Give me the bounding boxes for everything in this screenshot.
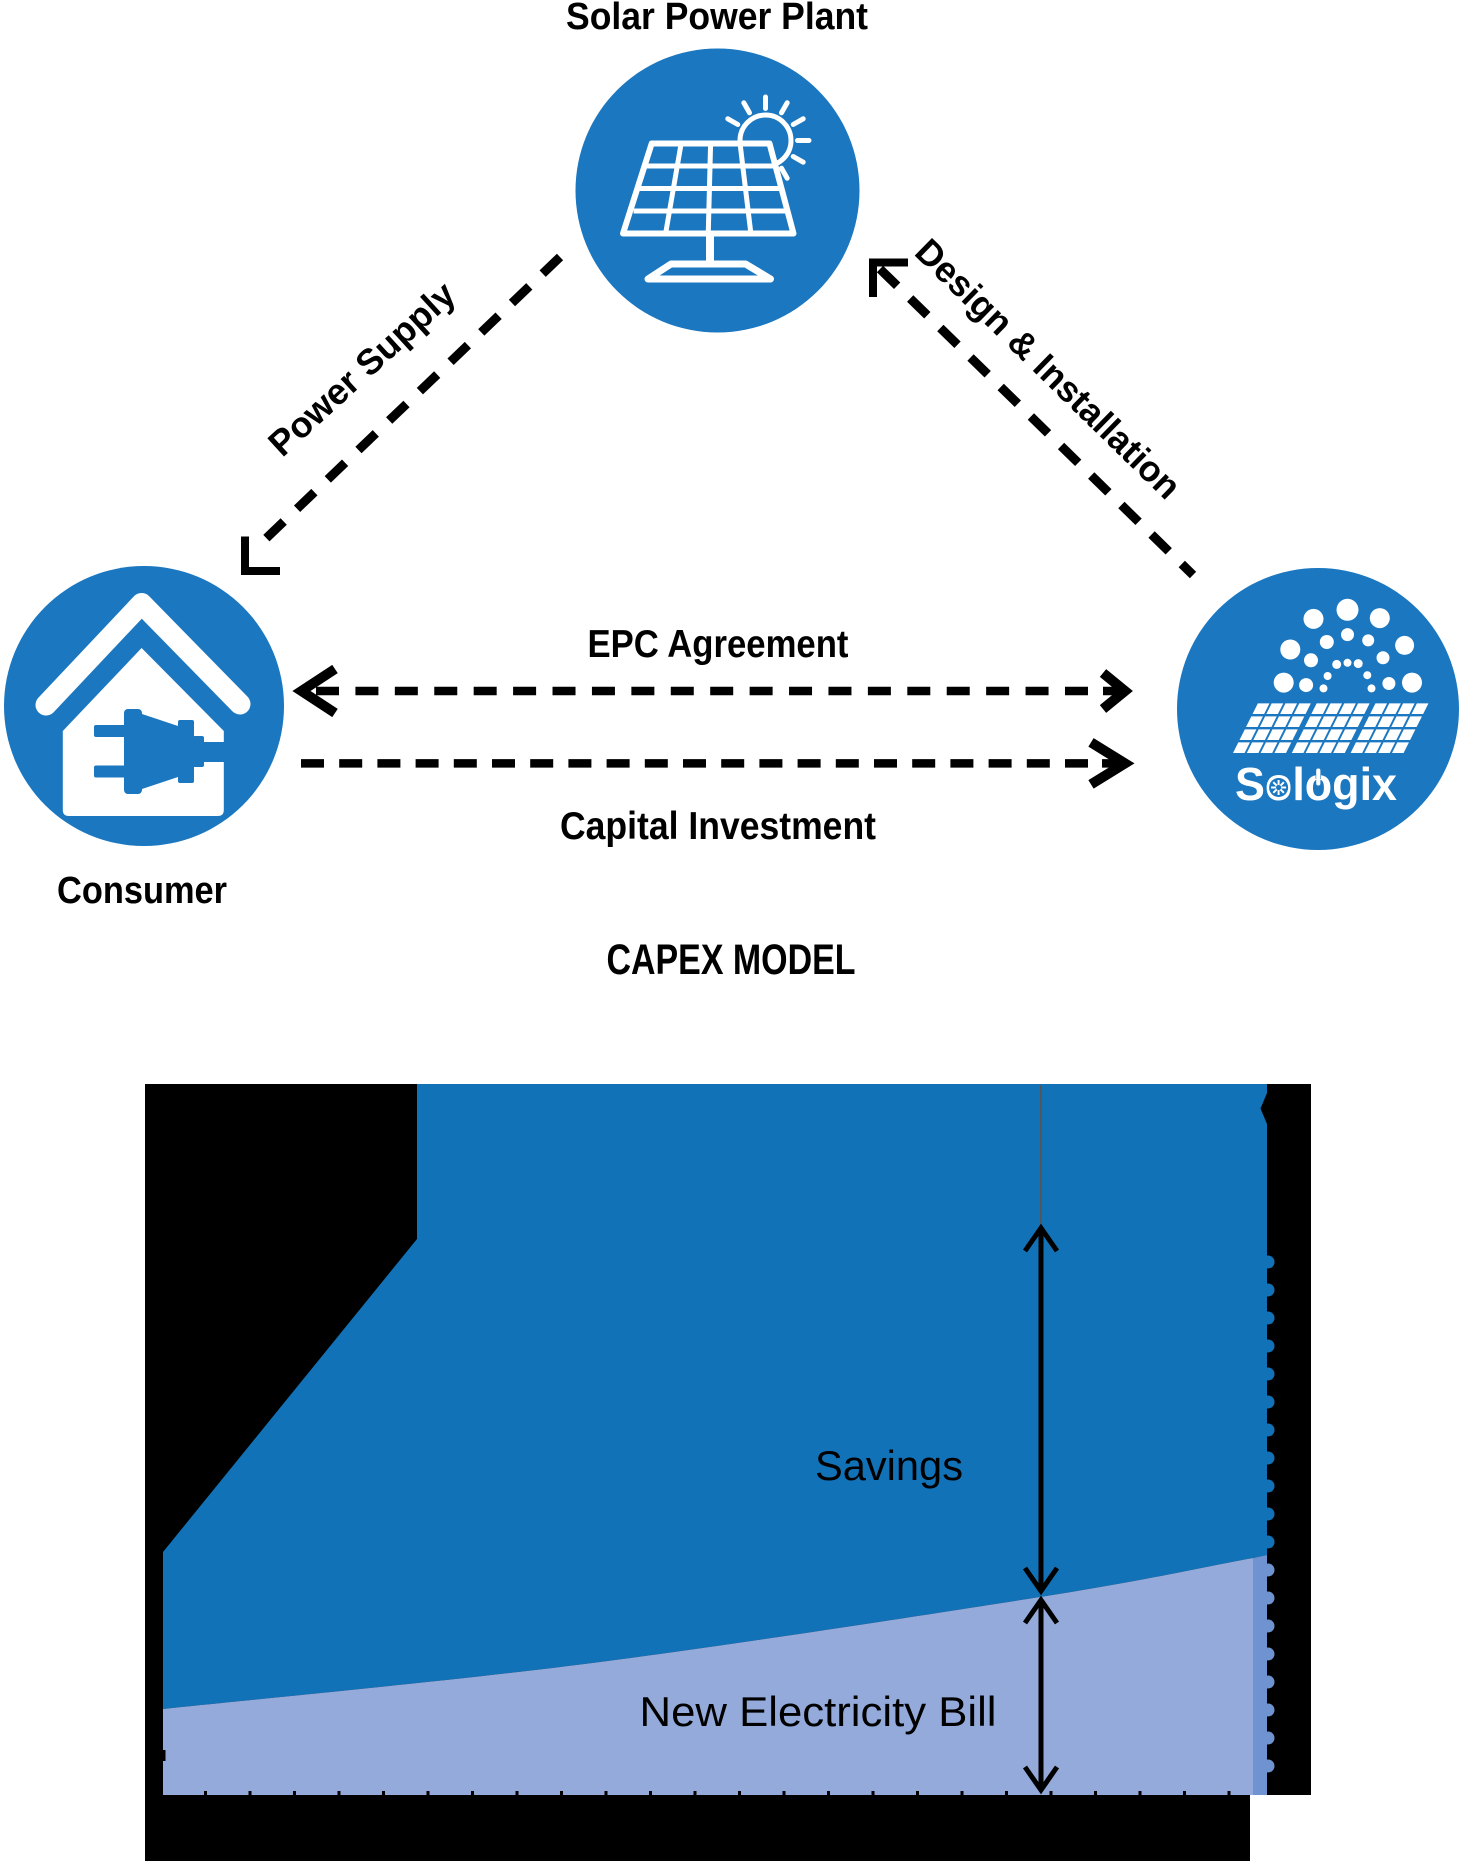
svg-text:CAPEX MODEL: CAPEX MODEL [607, 936, 856, 984]
svg-text:Capital Investment: Capital Investment [560, 805, 876, 848]
svg-text:Savings: Savings [815, 1442, 963, 1489]
svg-text:New Electricity Bill: New Electricity Bill [640, 1688, 997, 1735]
svg-text:Consumer: Consumer [57, 870, 227, 912]
svg-text:Sologix: Sologix [1235, 758, 1397, 810]
svg-text:EPC Agreement: EPC Agreement [588, 623, 849, 666]
svg-text:Solar Power Plant: Solar Power Plant [566, 0, 868, 38]
